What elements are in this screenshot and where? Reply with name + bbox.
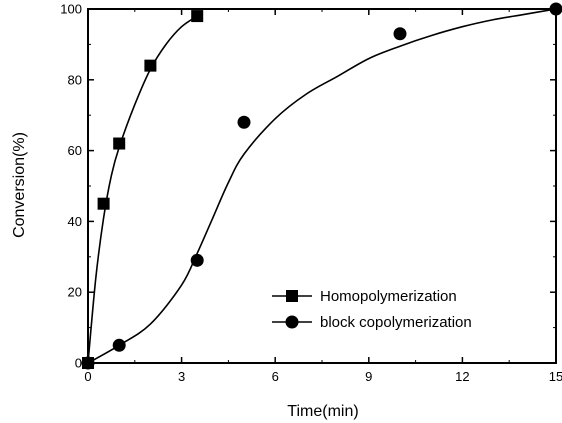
y-tick-label-40: 40 xyxy=(68,214,82,229)
x-tick-label-3: 3 xyxy=(178,369,185,384)
x-tick-label-0: 0 xyxy=(84,369,91,384)
legend-label-homopolymerization: Homopolymerization xyxy=(320,288,457,305)
data-point-block-copolymerization xyxy=(81,356,95,370)
fit-curve-homopolymerization xyxy=(87,15,198,364)
x-tick-label-9: 9 xyxy=(365,369,372,384)
data-point-block-copolymerization xyxy=(237,115,251,129)
plot-frame xyxy=(87,8,557,364)
data-point-homopolymerization xyxy=(144,59,157,72)
plot-area xyxy=(87,8,557,364)
series-homopolymerization xyxy=(82,10,204,369)
y-tick-label-60: 60 xyxy=(68,143,82,158)
data-point-block-copolymerization xyxy=(549,2,562,16)
y-tick-label-100: 100 xyxy=(60,2,82,17)
legend-label-block-copolymerization: block copolymerization xyxy=(320,314,472,331)
x-axis-ticks: 0 3 6 9 12 15 xyxy=(84,9,562,384)
x-tick-label-15: 15 xyxy=(549,369,562,384)
legend-marker-homopolymerization xyxy=(286,290,298,302)
x-tick-label-12: 12 xyxy=(455,369,469,384)
y-tick-label-0: 0 xyxy=(75,356,82,371)
data-point-block-copolymerization xyxy=(190,253,204,267)
y-tick-label-20: 20 xyxy=(68,285,82,300)
data-point-block-copolymerization xyxy=(393,27,407,41)
data-point-block-copolymerization xyxy=(112,338,126,352)
x-tick-label-6: 6 xyxy=(272,369,279,384)
fit-curve-block-copolymerization xyxy=(87,8,557,364)
data-point-homopolymerization xyxy=(97,197,110,210)
x-axis-label: Time(min) xyxy=(287,403,358,420)
series-block-copolymerization xyxy=(81,2,562,370)
y-axis-label: Conversion(%) xyxy=(11,132,28,238)
data-point-homopolymerization xyxy=(113,137,126,150)
series-layer xyxy=(81,2,562,370)
data-point-homopolymerization xyxy=(191,10,204,23)
y-axis-ticks: 0 20 40 60 80 100 xyxy=(60,2,556,371)
y-tick-label-80: 80 xyxy=(68,72,82,87)
legend-marker-block-copolymerization xyxy=(285,315,299,329)
legend: Homopolymerization block copolymerization xyxy=(272,288,472,331)
